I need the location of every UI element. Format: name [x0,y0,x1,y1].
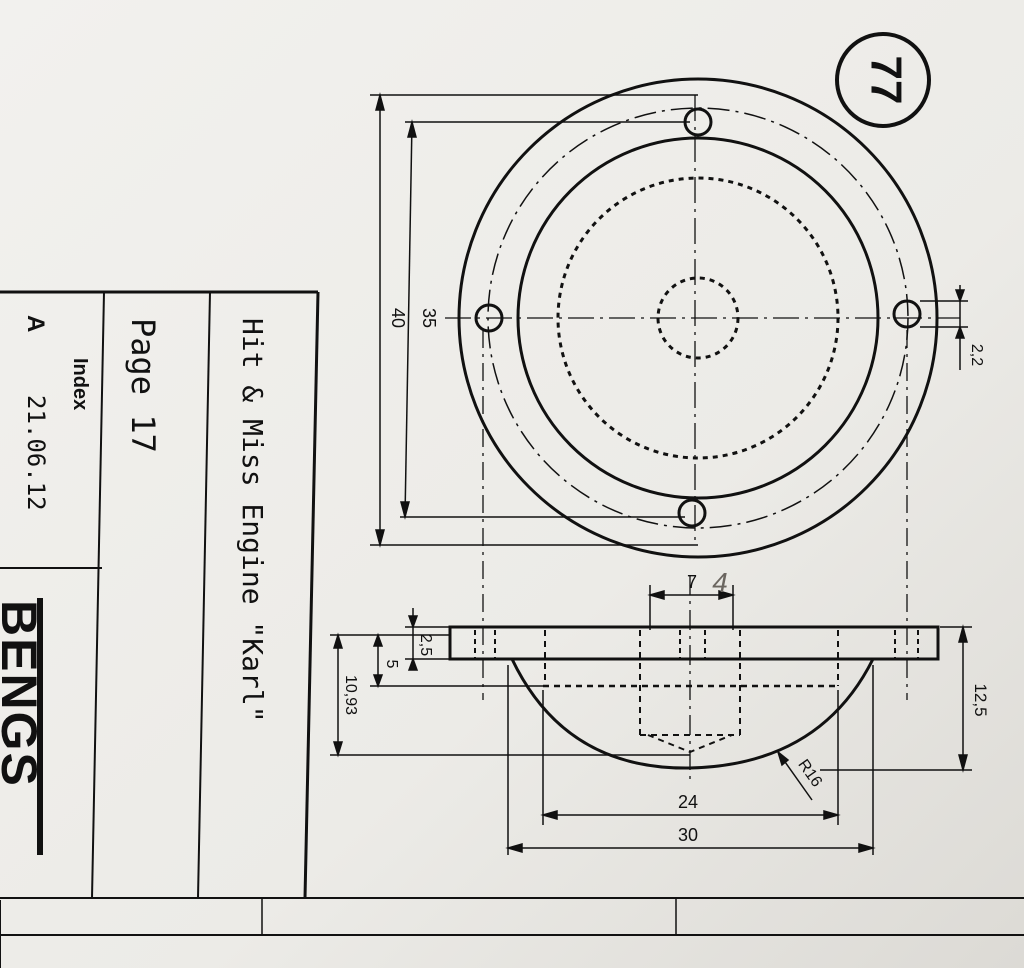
dim-label-24: 24 [678,792,698,812]
dim-radius [776,749,813,801]
dim-label-30: 30 [678,825,698,845]
dim-label-12-5: 12,5 [971,683,990,716]
title-block [0,290,1024,968]
dim-left-stack [330,608,690,758]
index-value: A [22,315,49,332]
dim-hole [920,285,968,370]
drawing-title: Hit & Miss Engine "Karl" [236,318,269,723]
index-label: Index [69,358,91,410]
dim-label-10-93: 10,93 [342,675,359,715]
dim-label-7-handwritten: 4 [712,567,728,598]
flange-plate [448,625,940,661]
dim-hub-width [647,585,736,630]
bolt-hole-right [892,299,922,329]
dim-inner-width [540,690,841,825]
dim-label-5: 5 [383,660,400,669]
dim-label-35: 35 [419,308,439,328]
dim-outer-width [505,665,876,855]
dim-outer-diameter [370,92,698,548]
dim-label-7: 7 [687,572,697,592]
page-label: Page 17 [124,318,162,453]
revision-date: 21.06.12 [22,395,50,511]
sheet-number-badge: 77 [835,32,931,128]
top-view [445,77,960,700]
sheet-number: 77 [861,56,910,105]
section-view [448,575,940,785]
dim-total-height [820,624,972,773]
dim-bolt-circle [400,119,690,520]
dim-label-40: 40 [388,308,408,328]
brand-logo: BENGS [0,600,47,788]
bolt-hole-bottom [677,498,707,528]
dim-label-2-2: 2,2 [968,344,985,366]
dim-label-2-5: 2,5 [417,634,434,656]
